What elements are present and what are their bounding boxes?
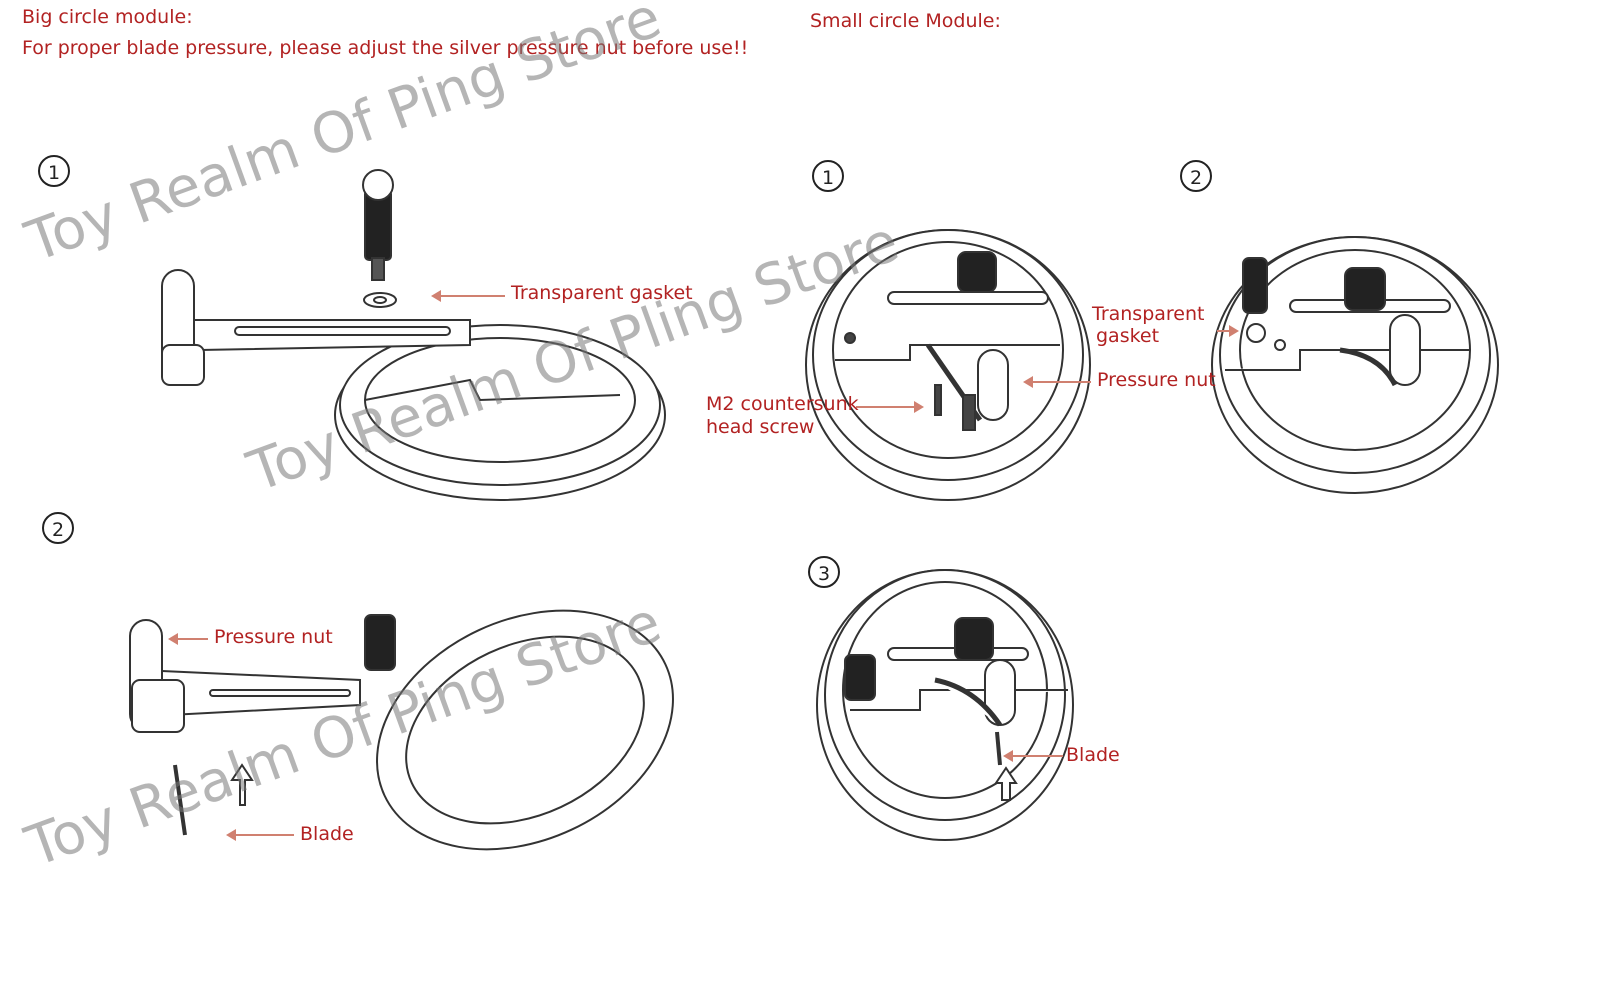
big2-blade-arrow (226, 829, 294, 841)
big1-gasket-arrow (431, 290, 505, 302)
big2-pressure-nut-label: Pressure nut (214, 626, 333, 648)
small2-pressure-nut-arrow (1023, 376, 1091, 388)
small2-drawing (1211, 236, 1499, 494)
big-step-2-marker: 2 (42, 512, 74, 544)
big1-drawing (161, 169, 666, 501)
big2-blade-label: Blade (300, 823, 354, 845)
small1-screw-label-line2: head screw (706, 416, 815, 438)
small1-screw-label-line1: M2 countersunk (706, 393, 859, 415)
big2-pressure-nut-arrow (168, 633, 208, 645)
small3-blade-label: Blade (1066, 744, 1120, 766)
big-module-note: For proper blade pressure, please adjust… (22, 37, 749, 59)
small3-blade-arrow (1003, 750, 1063, 762)
small-step-2-marker: 2 (1180, 160, 1212, 192)
big1-gasket-label: Transparent gasket (511, 282, 693, 304)
small-step-3-marker: 3 (808, 556, 840, 588)
small-step-1-marker: 1 (812, 160, 844, 192)
small2-gasket-label-line2: gasket (1096, 325, 1160, 347)
small1-drawing (805, 229, 1091, 501)
small1-screw-arrow (856, 406, 922, 408)
small3-drawing (816, 569, 1074, 841)
big-step-1-marker: 1 (38, 155, 70, 187)
big-module-title: Big circle module: (22, 6, 193, 28)
small2-gasket-label-line1: Transparent (1092, 303, 1205, 325)
small2-gasket-arrow (1217, 330, 1237, 332)
small-module-title: Small circle Module: (810, 10, 1001, 32)
big2-drawing (129, 609, 674, 851)
small2-pressure-nut-label: Pressure nut (1097, 369, 1216, 391)
